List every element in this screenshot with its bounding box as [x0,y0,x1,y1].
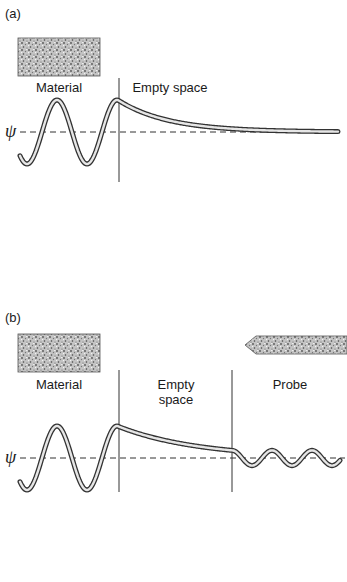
probe-tip [245,336,347,354]
axis-symbol: ψ [5,121,16,141]
region-label: Probe [273,377,308,392]
material-block [18,334,100,372]
boundary-line [232,370,233,492]
panel-label: (a) [5,6,21,21]
material-block [18,38,100,76]
region-label: Material [36,377,82,392]
region-label: Empty space [132,80,207,95]
region-label: Material [36,80,82,95]
wave-function [20,426,340,490]
boundary-line [119,370,120,492]
wave-function [20,100,338,164]
panel-label: (b) [5,310,21,325]
region-label: Empty space [150,377,202,407]
axis-line [20,458,345,459]
wave-function [20,100,338,164]
wave-function [20,426,340,490]
boundary-line [119,78,120,182]
axis-symbol: ψ [5,447,16,467]
